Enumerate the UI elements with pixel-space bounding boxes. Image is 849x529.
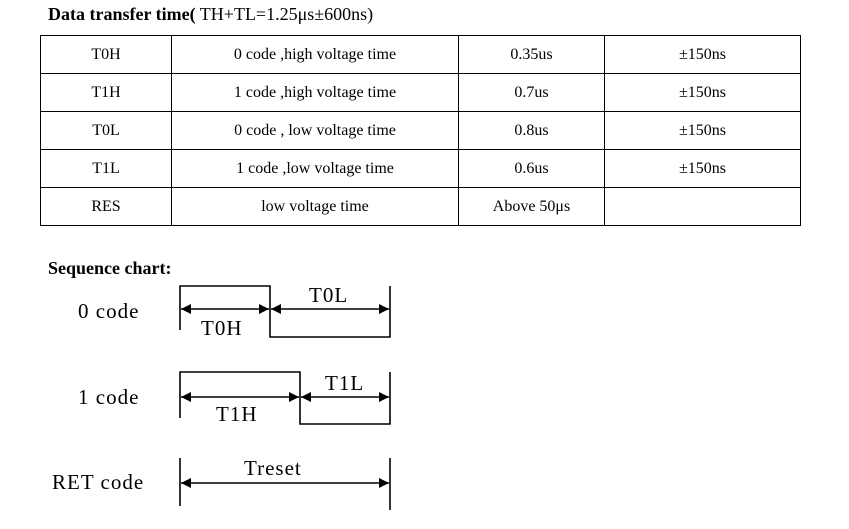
ret-waveform: [179, 458, 391, 510]
heading-formula: TH+TL=1.25μs±600ns): [195, 4, 374, 24]
code0-label: 0 code: [78, 299, 140, 323]
table-row: T0H 0 code ,high voltage time 0.35us ±15…: [40, 35, 801, 74]
table-row: T1H 1 code ,high voltage time 0.7us ±150…: [40, 73, 801, 112]
table-cell: RES: [40, 187, 172, 226]
table-cell: T0H: [40, 35, 172, 74]
section-heading: Data transfer time( TH+TL=1.25μs±600ns): [48, 4, 373, 25]
table-cell: ±150ns: [604, 149, 801, 188]
treset-label: Treset: [244, 456, 302, 480]
timing-table: T0H 0 code ,high voltage time 0.35us ±15…: [40, 35, 801, 226]
code1-waveform: [179, 371, 391, 425]
table-cell: 0.7us: [458, 73, 605, 112]
table-cell: low voltage time: [171, 187, 459, 226]
sequence-chart-title: Sequence chart:: [48, 258, 172, 278]
table-cell: T1H: [40, 73, 172, 112]
table-cell: 1 code ,high voltage time: [171, 73, 459, 112]
code0-waveform: [179, 285, 391, 338]
t1h-label: T1H: [216, 402, 258, 426]
table-cell: [604, 187, 801, 226]
heading-bold: Data transfer time(: [48, 4, 196, 24]
table-cell: ±150ns: [604, 35, 801, 74]
table-cell: 1 code ,low voltage time: [171, 149, 459, 188]
table-cell: T1L: [40, 149, 172, 188]
code1-label: 1 code: [78, 385, 140, 409]
t1l-label: T1L: [325, 371, 364, 395]
table-cell: ±150ns: [604, 73, 801, 112]
table-row: T1L 1 code ,low voltage time 0.6us ±150n…: [40, 149, 801, 188]
table-cell: 0 code , low voltage time: [171, 111, 459, 150]
t0h-label: T0H: [201, 316, 243, 340]
table-row: RES low voltage time Above 50μs: [40, 187, 801, 226]
t0l-label: T0L: [309, 283, 348, 307]
table-cell: 0.6us: [458, 149, 605, 188]
ret-code-label: RET code: [52, 470, 145, 494]
table-cell: Above 50μs: [458, 187, 605, 226]
